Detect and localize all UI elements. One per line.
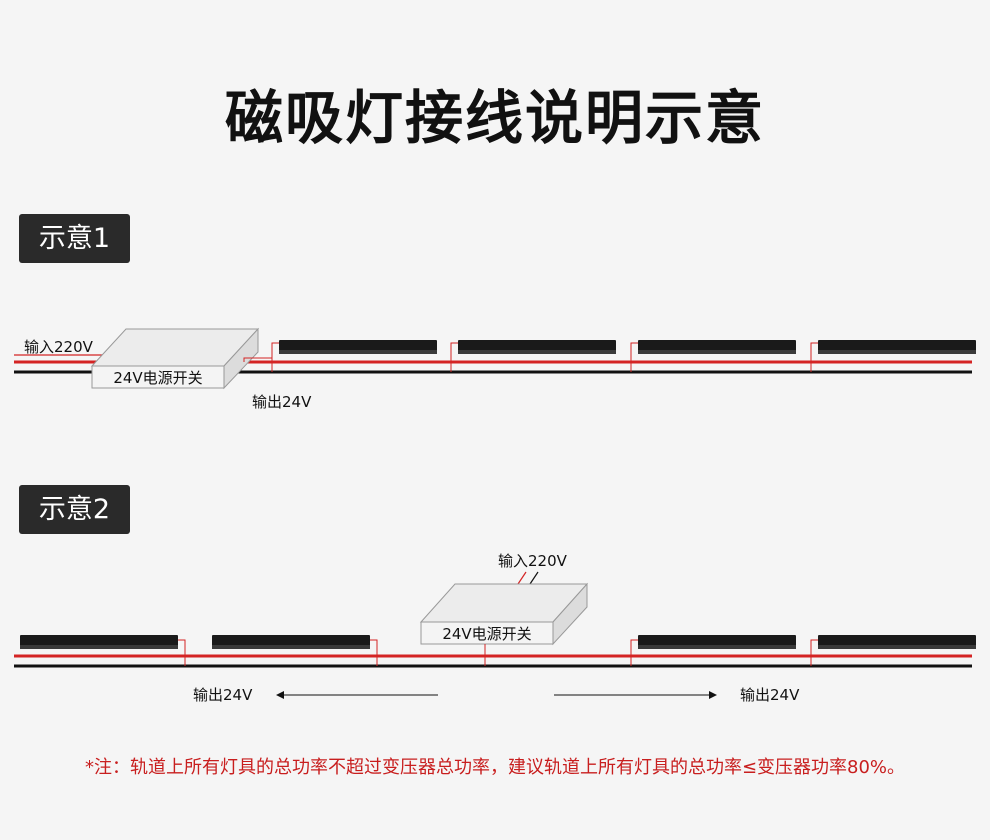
light-bar-6 xyxy=(212,635,378,666)
arrow-right-icon xyxy=(554,691,717,699)
input-label-1: 输入220V xyxy=(24,338,93,356)
footnote: *注：轨道上所有灯具的总功率不超过变压器总功率，建议轨道上所有灯具的总功率≤变压… xyxy=(84,757,906,778)
psu-box-2 xyxy=(419,582,589,646)
diagram1-badge: 示意1 xyxy=(19,214,130,263)
light-bar-1 xyxy=(271,340,437,358)
light-bar-7 xyxy=(630,635,796,666)
output-right-label: 输出24V xyxy=(740,686,800,704)
light-bar-4 xyxy=(810,340,976,372)
psu-box-1 xyxy=(90,327,260,390)
light-bar-8 xyxy=(810,635,976,666)
input-label-2: 输入220V xyxy=(498,552,567,570)
psu-label-1: 24V电源开关 xyxy=(113,369,203,387)
output-label-1: 输出24V xyxy=(252,393,312,411)
light-bar-2 xyxy=(450,340,616,372)
diagram2-badge: 示意2 xyxy=(19,485,130,534)
output-left-label: 输出24V xyxy=(193,686,253,704)
psu-label-2: 24V电源开关 xyxy=(442,625,532,643)
diagram1-wiring xyxy=(14,327,976,390)
light-bar-5 xyxy=(20,635,186,666)
light-bar-3 xyxy=(630,340,796,372)
diagram2-wiring xyxy=(14,571,976,699)
page-title: 磁吸灯接线说明示意 xyxy=(224,84,765,152)
arrow-left-icon xyxy=(276,691,438,699)
